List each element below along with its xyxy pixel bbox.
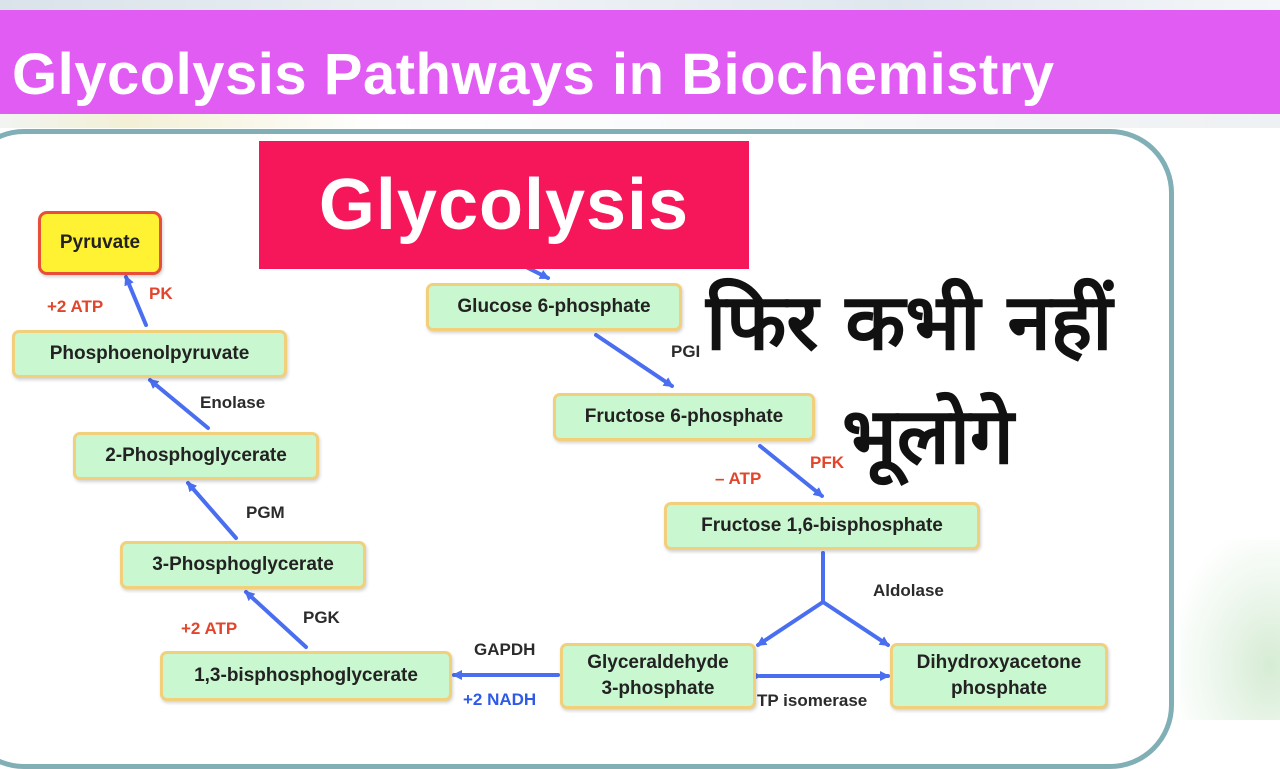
enzyme-aldolase: Aldolase — [873, 581, 944, 600]
banner-title: Glycolysis Pathways in Biochemistry — [12, 42, 1055, 107]
node-phosphoenolpyruvate: Phosphoenolpyruvate — [12, 330, 287, 378]
enzyme-pgi: PGI — [671, 342, 701, 361]
enzyme-pfk: PFK — [810, 453, 844, 472]
glycolysis-heading: Glycolysis — [318, 165, 690, 245]
node-fructose-6-phosphate-label: Fructose 6-phosphate — [584, 406, 784, 427]
enzyme-gapdh: GAPDH — [474, 640, 536, 659]
arrow-bpg-3pg — [244, 590, 308, 649]
node-glucose-6-phosphate: Glucose 6-phosphate — [426, 283, 682, 331]
node-fructose-1-6-bisphosphate-label: Fructose 1,6-bisphosphate — [701, 515, 943, 536]
enzyme-tp-isomerase: TP isomerase — [757, 691, 868, 710]
node-1-3-bisphosphoglycerate-label: 1,3-bisphosphoglycerate — [194, 665, 418, 686]
node-dhap-line2: phosphate — [950, 678, 1048, 699]
pathway-arrows — [124, 266, 890, 681]
hindi-text-line1: फिर कभी नहीं — [706, 278, 1113, 368]
energy-atp-pfk: – ATP — [715, 469, 762, 488]
node-3-phosphoglycerate: 3-Phosphoglycerate — [120, 541, 366, 589]
arrow-2pg-pep — [148, 378, 210, 430]
top-strip — [0, 0, 1280, 10]
arrow-g6p-f6p — [594, 333, 674, 388]
enzyme-pk: PK — [149, 284, 173, 303]
enzyme-enolase: Enolase — [200, 393, 266, 412]
title-banner: Glycolysis Pathways in Biochemistry — [0, 10, 1280, 114]
hindi-text-line2: भूलोगे — [842, 392, 1014, 482]
node-2-phosphoglycerate: 2-Phosphoglycerate — [73, 432, 319, 480]
arrow-into-glucose6p — [526, 266, 550, 280]
node-glucose-6-phosphate-label: Glucose 6-phosphate — [457, 296, 651, 317]
arrow-3pg-2pg — [186, 481, 238, 540]
node-pyruvate-label: Pyruvate — [59, 232, 141, 253]
node-dihydroxyacetone-phosphate: Dihydroxyacetone phosphate — [890, 643, 1108, 709]
node-2-phosphoglycerate-label: 2-Phosphoglycerate — [105, 445, 287, 466]
enzyme-pgm: PGM — [246, 503, 285, 522]
side-glow — [1180, 540, 1280, 720]
node-phosphoenolpyruvate-label: Phosphoenolpyruvate — [49, 343, 250, 364]
node-3-phosphoglycerate-label: 3-Phosphoglycerate — [152, 554, 334, 575]
arrow-f6p-f16bp — [758, 444, 824, 498]
enzyme-pgk: PGK — [303, 608, 340, 627]
arrow-split-dhap — [821, 600, 890, 647]
node-pyruvate: Pyruvate — [38, 211, 162, 275]
arrow-pep-pyruvate — [124, 275, 148, 327]
node-glyceraldehyde-3-phosphate: Glyceraldehyde 3-phosphate — [560, 643, 756, 709]
node-dhap-line1: Dihydroxyacetone — [916, 652, 1082, 673]
glycolysis-heading-box: Glycolysis — [259, 141, 749, 269]
node-g3p-line1: Glyceraldehyde — [587, 652, 729, 673]
node-fructose-6-phosphate: Fructose 6-phosphate — [553, 393, 815, 441]
below-banner-strip — [0, 114, 1280, 128]
node-1-3-bisphosphoglycerate: 1,3-bisphosphoglycerate — [160, 651, 452, 701]
node-g3p-line2: 3-phosphate — [601, 678, 715, 699]
arrow-split-g3p — [756, 600, 825, 647]
energy-atp-pgk: +2 ATP — [181, 619, 238, 638]
energy-atp-pk: +2 ATP — [47, 297, 104, 316]
energy-nadh: +2 NADH — [463, 690, 537, 709]
node-fructose-1-6-bisphosphate: Fructose 1,6-bisphosphate — [664, 502, 980, 550]
